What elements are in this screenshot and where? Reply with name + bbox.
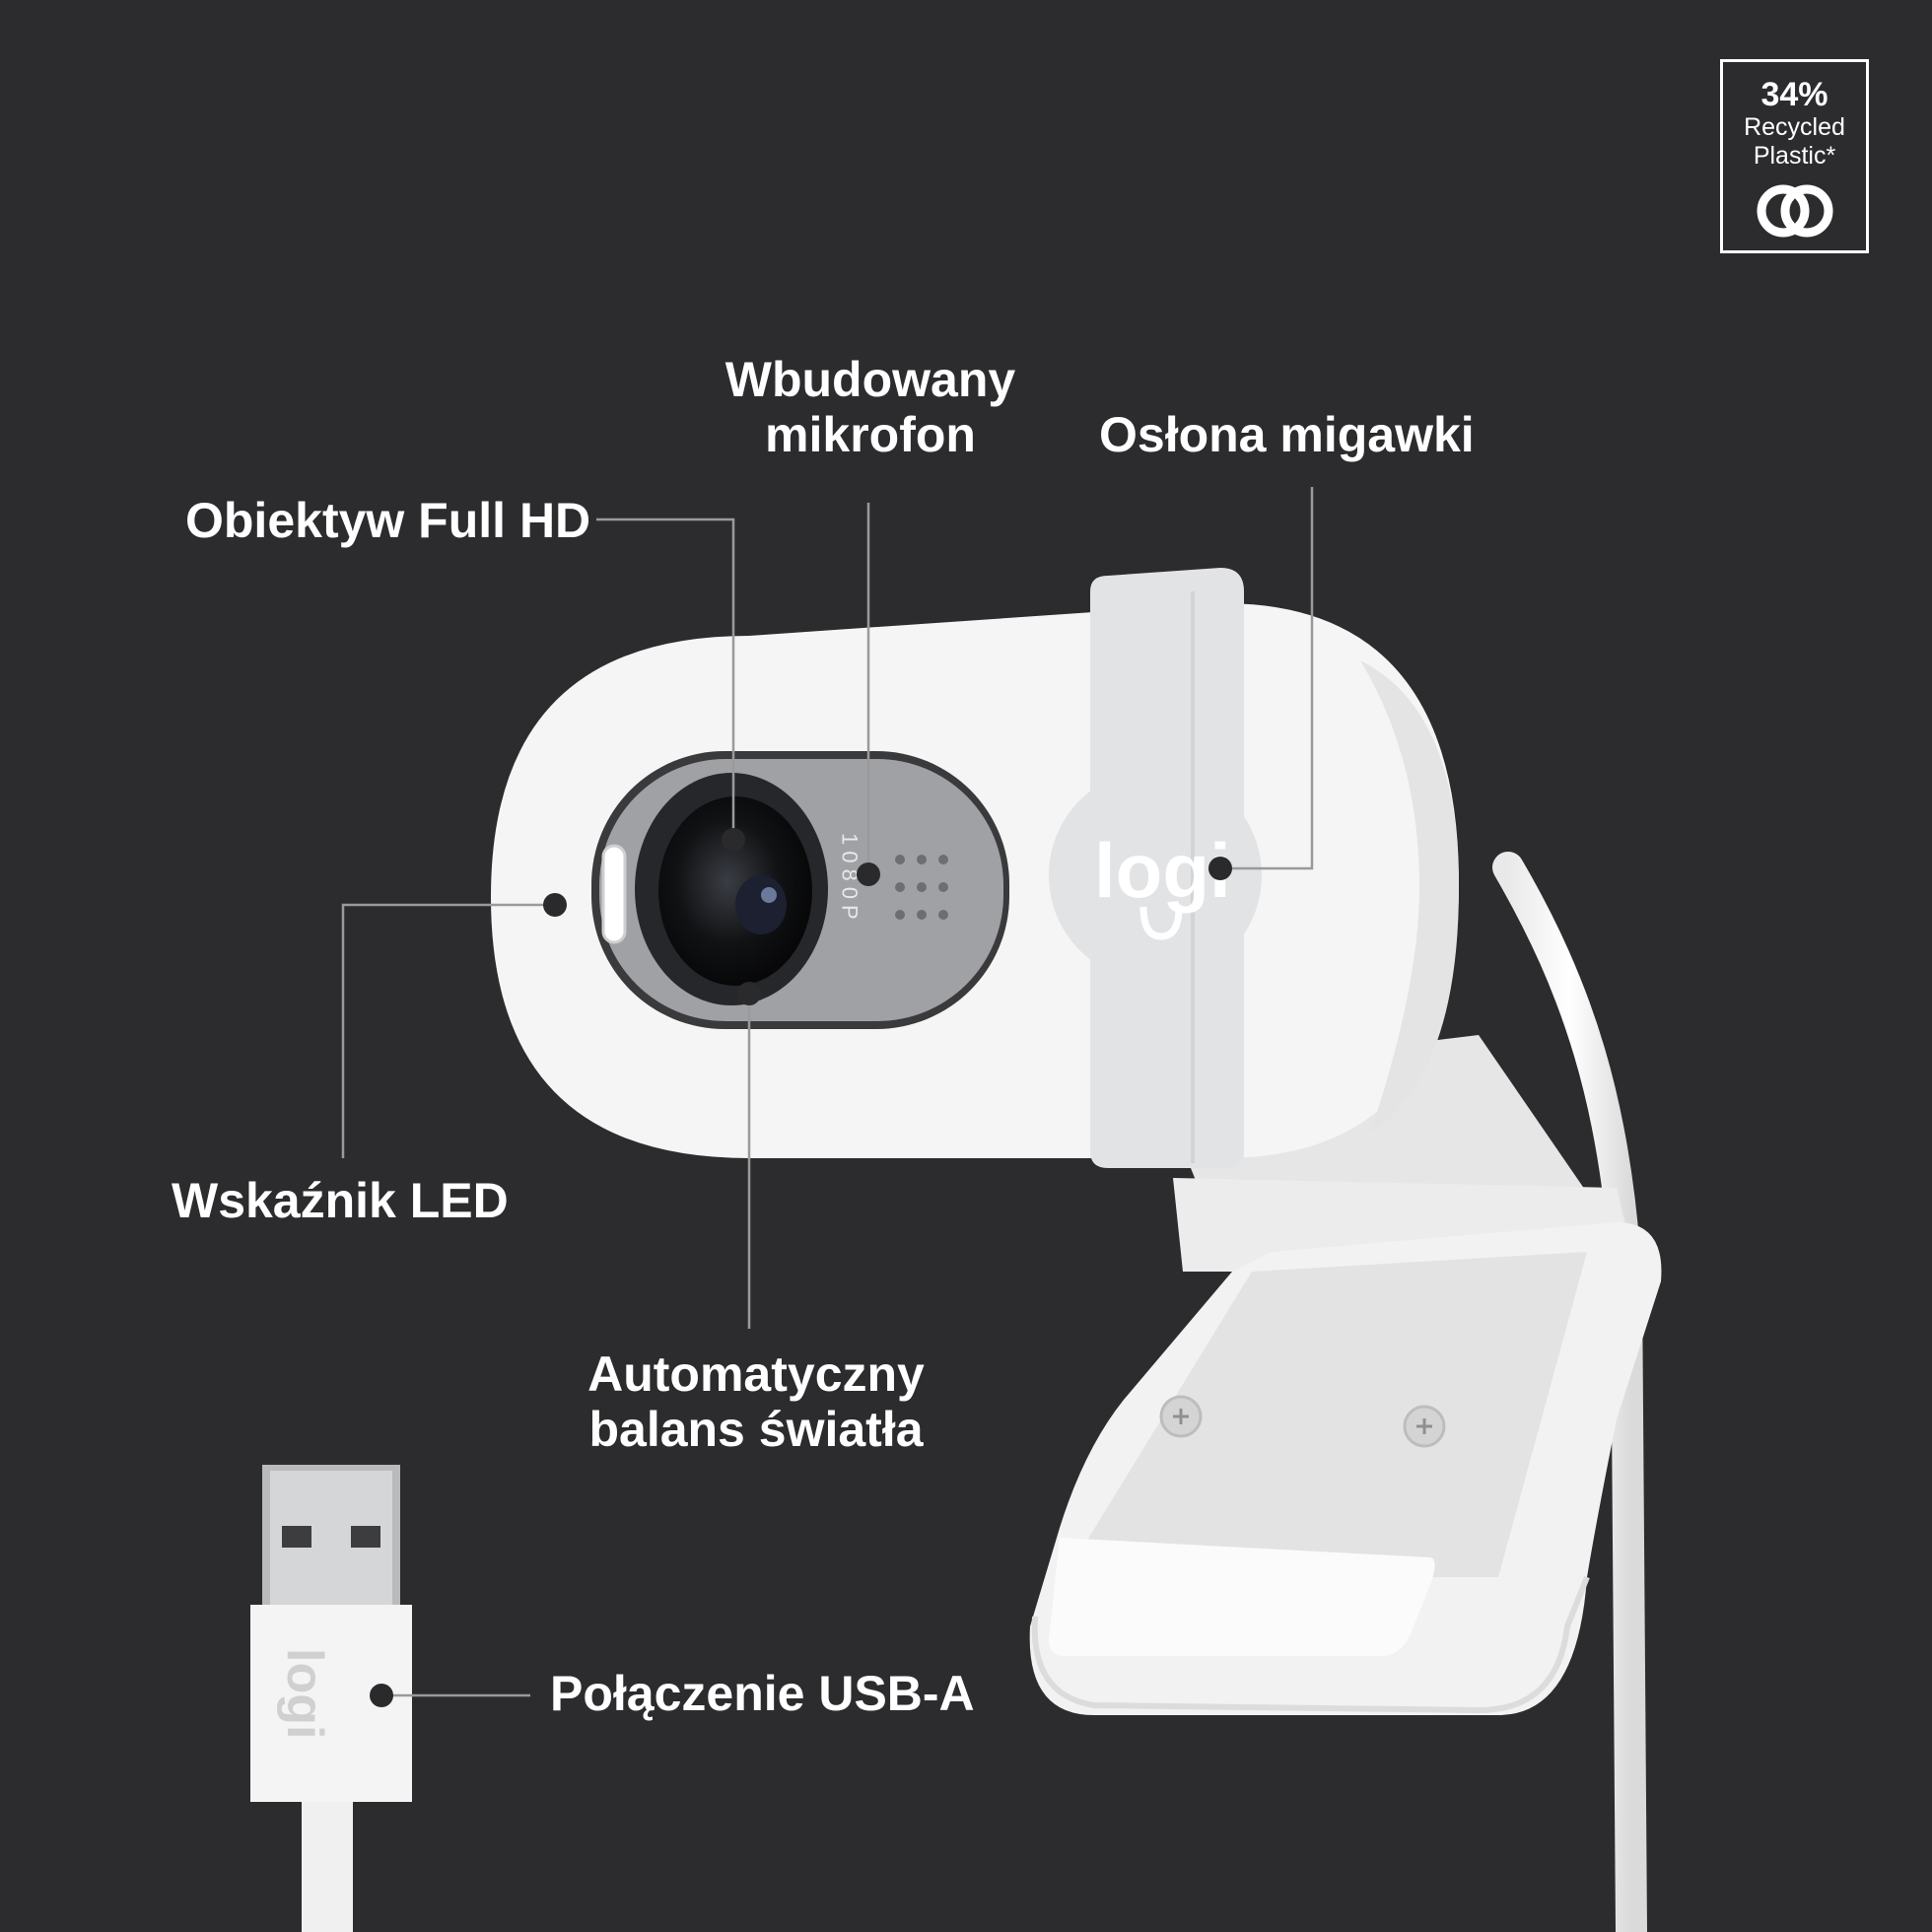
label-usb: Połączenie USB-A xyxy=(550,1666,975,1721)
mounting-clip xyxy=(1029,1035,1662,1715)
label-white-balance-line1: Automatyczny xyxy=(587,1346,925,1402)
camera-body: 1080P xyxy=(491,603,1459,1158)
callout-dot-awb xyxy=(737,982,761,1005)
callout-dot-shutter xyxy=(1208,857,1232,880)
callout-dot-usb xyxy=(370,1684,393,1707)
callout-led xyxy=(341,903,555,1158)
logi-logo-icon: logi xyxy=(276,1648,333,1739)
label-lens: Obiektyw Full HD xyxy=(185,493,591,548)
label-shutter: Osłona migawki xyxy=(1099,407,1475,462)
label-microphone-line1: Wbudowany xyxy=(724,352,1016,407)
label-led: Wskaźnik LED xyxy=(172,1173,509,1228)
callout-dot-led xyxy=(543,893,567,917)
logi-logo-icon: logi xyxy=(1094,827,1231,914)
recycled-plastic-badge: 34% Recycled Plastic* xyxy=(1720,59,1869,253)
label-microphone: Wbudowany mikrofon xyxy=(692,352,1049,462)
label-white-balance-line2: balans światła xyxy=(588,1402,924,1457)
badge-line1: Recycled xyxy=(1744,113,1845,141)
label-microphone-line2: mikrofon xyxy=(765,407,976,462)
callout-dot-lens xyxy=(722,828,745,852)
callout-dot-mic xyxy=(857,862,880,886)
privacy-shutter: logi xyxy=(1049,568,1262,1168)
recycle-loop-icon xyxy=(1757,184,1832,238)
callout-lens xyxy=(596,518,735,840)
microphone-grille xyxy=(895,855,948,920)
callout-lines xyxy=(341,487,1314,1697)
led-indicator xyxy=(601,844,627,944)
label-white-balance: Automatyczny balans światła xyxy=(557,1346,955,1457)
badge-line2: Plastic* xyxy=(1753,142,1836,170)
badge-percent: 34% xyxy=(1760,76,1828,113)
callout-shutter xyxy=(1220,487,1314,870)
